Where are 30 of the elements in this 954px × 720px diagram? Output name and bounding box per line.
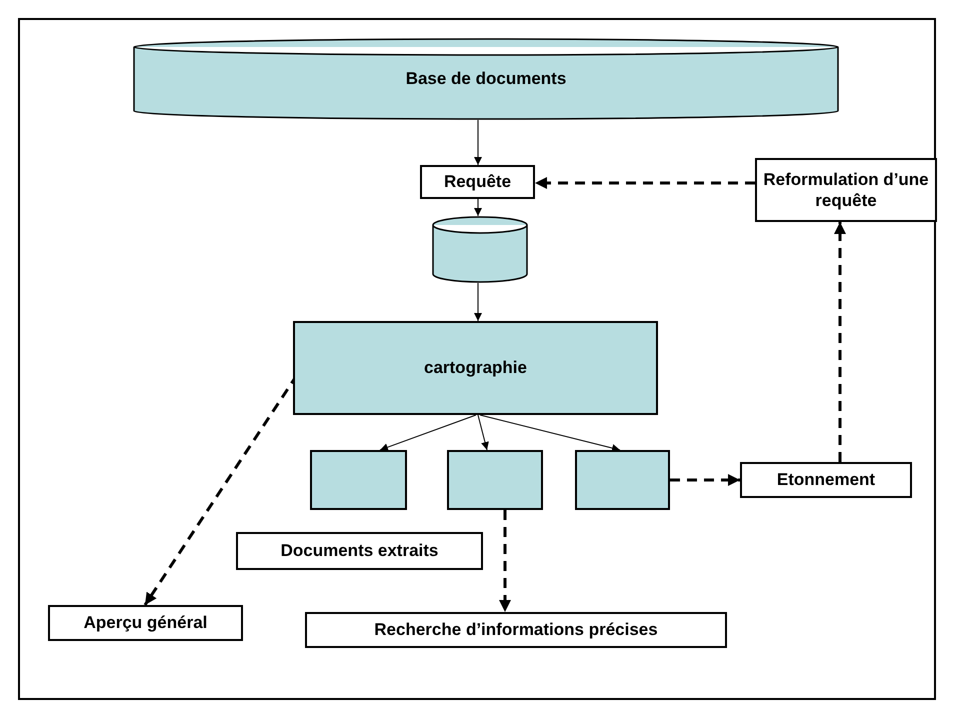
arrow (480, 414, 620, 452)
arrow (380, 414, 476, 452)
dashed-arrow (499, 510, 511, 612)
node-label: Aperçu général (84, 612, 208, 634)
arrow (478, 414, 489, 450)
arrow (474, 282, 482, 322)
dashed-arrow (670, 474, 740, 486)
process-box (305, 612, 727, 648)
dashed-arrow (535, 177, 755, 189)
process-box (755, 158, 937, 222)
process-box (420, 165, 535, 199)
process-box (740, 462, 912, 498)
node-label: Documents extraits (280, 540, 438, 562)
node-label: Base de documents (406, 68, 566, 90)
node-label: Etonnement (776, 469, 876, 491)
node-label: Reformulation d’une requête (762, 168, 930, 212)
dashed-arrow (834, 222, 846, 462)
document-box (575, 450, 670, 510)
database-cylinder (432, 216, 528, 283)
node-label: Requête (444, 171, 512, 193)
document-box (310, 450, 407, 510)
process-box (48, 605, 243, 641)
database-cylinder (133, 38, 839, 120)
process-box (293, 321, 658, 415)
node-label: cartographie (424, 357, 527, 379)
arrow (474, 198, 482, 216)
document-box (447, 450, 543, 510)
node-label: Recherche d’informations précises (374, 619, 658, 641)
arrow (474, 120, 482, 166)
process-box (236, 532, 483, 570)
